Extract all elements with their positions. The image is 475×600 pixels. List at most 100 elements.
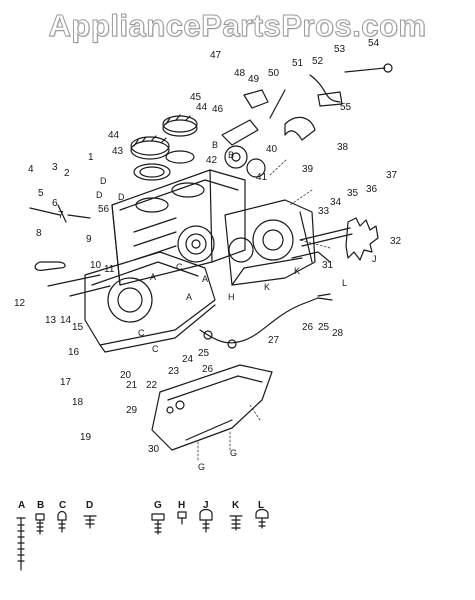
key-C: C xyxy=(59,500,66,511)
side-cover xyxy=(84,251,216,353)
callout-51: 51 xyxy=(292,58,304,69)
oil-line xyxy=(199,293,333,349)
callout-6: 6 xyxy=(52,198,58,209)
callout-26b: 26 xyxy=(302,322,314,333)
letter-A-1: A xyxy=(150,272,156,282)
callout-3: 3 xyxy=(52,162,58,173)
letter-K-1: K xyxy=(264,282,270,292)
callout-25a: 25 xyxy=(198,348,210,359)
letter-A-2: A xyxy=(202,274,208,284)
callout-26a: 26 xyxy=(202,364,214,375)
letter-C-2: C xyxy=(138,328,145,338)
letter-A-3: A xyxy=(186,292,192,302)
callout-24: 24 xyxy=(182,354,194,365)
leader-lines xyxy=(197,159,331,461)
callout-28: 28 xyxy=(332,328,344,339)
callout-49: 49 xyxy=(248,74,260,85)
letter-D-3: D xyxy=(118,192,125,202)
letter-G-1: G xyxy=(198,462,205,472)
callout-8: 8 xyxy=(36,228,42,239)
callout-12: 12 xyxy=(14,298,26,309)
callout-48: 48 xyxy=(234,68,246,79)
callout-44a: 44 xyxy=(108,130,120,141)
letter-K-2: K xyxy=(294,266,300,276)
oil-pan xyxy=(151,364,273,451)
callout-20: 20 xyxy=(120,370,132,381)
callout-40: 40 xyxy=(266,144,278,155)
callout-27: 27 xyxy=(268,335,280,346)
callout-36: 36 xyxy=(366,184,378,195)
letter-L: L xyxy=(342,278,347,288)
callout-numbers: 1 2 3 4 5 6 7 8 9 10 11 12 13 14 15 16 1… xyxy=(14,38,402,455)
callout-1: 1 xyxy=(88,152,94,163)
left-fasteners xyxy=(29,204,111,297)
callout-38: 38 xyxy=(337,142,349,153)
key-A: A xyxy=(18,500,25,511)
key-L: L xyxy=(258,500,264,511)
callout-39: 39 xyxy=(302,164,314,175)
governor-parts xyxy=(221,63,393,178)
callout-56: 56 xyxy=(98,204,110,215)
callout-29: 29 xyxy=(126,405,138,416)
callout-50: 50 xyxy=(268,68,280,79)
callout-2: 2 xyxy=(64,168,70,179)
callout-4: 4 xyxy=(28,164,34,175)
callout-37: 37 xyxy=(386,170,398,181)
callout-7: 7 xyxy=(58,210,64,221)
callout-9: 9 xyxy=(86,234,92,245)
callout-52: 52 xyxy=(312,56,324,67)
letter-C-1: C xyxy=(176,262,183,272)
engine-block xyxy=(111,169,246,286)
callout-25b: 25 xyxy=(318,322,330,333)
callout-44b: 44 xyxy=(196,102,208,113)
letter-C-3: C xyxy=(152,344,159,354)
callout-33: 33 xyxy=(318,206,330,217)
letter-H: H xyxy=(228,292,235,302)
callout-47: 47 xyxy=(210,50,222,61)
watermark: AppliancePartsPros.com xyxy=(48,8,427,44)
key-J: J xyxy=(203,500,209,511)
callout-54: 54 xyxy=(368,38,380,49)
letter-D-1: D xyxy=(100,176,107,186)
key-K: K xyxy=(232,500,240,511)
callout-11: 11 xyxy=(104,264,115,275)
callout-42: 42 xyxy=(206,155,218,166)
callout-32: 32 xyxy=(390,236,402,247)
callout-19: 19 xyxy=(80,432,92,443)
letter-D-2: D xyxy=(96,190,103,200)
key-G: G xyxy=(154,500,162,511)
part-letters: A A A B B C C C D D D G G H J K K L xyxy=(96,140,377,472)
callout-15: 15 xyxy=(72,322,84,333)
callout-46: 46 xyxy=(212,104,224,115)
key-D: D xyxy=(86,500,93,511)
callout-18: 18 xyxy=(72,397,84,408)
letter-B-1: B xyxy=(212,140,218,150)
callout-16: 16 xyxy=(68,347,80,358)
callout-23: 23 xyxy=(168,366,180,377)
fastener-key-screws xyxy=(16,508,269,571)
letter-G-2: G xyxy=(230,448,237,458)
callout-35: 35 xyxy=(347,188,359,199)
callout-31: 31 xyxy=(322,260,334,271)
callout-53: 53 xyxy=(334,44,346,55)
callout-41: 41 xyxy=(256,172,268,183)
letter-J: J xyxy=(372,254,377,264)
head-gaskets xyxy=(130,114,198,181)
callout-13: 13 xyxy=(45,315,57,326)
callout-17: 17 xyxy=(60,377,72,388)
callout-34: 34 xyxy=(330,197,342,208)
letter-B-2: B xyxy=(228,150,234,160)
crankcase-cover xyxy=(224,199,316,286)
crankshaft xyxy=(291,217,379,263)
callout-30: 30 xyxy=(148,444,160,455)
callout-5: 5 xyxy=(38,188,44,199)
callout-14: 14 xyxy=(60,315,72,326)
callout-21: 21 xyxy=(126,380,138,391)
callout-22: 22 xyxy=(146,380,158,391)
callout-10: 10 xyxy=(90,260,102,271)
key-B: B xyxy=(37,500,44,511)
callout-45: 45 xyxy=(190,92,202,103)
fastener-key-letters: A B C D G H J K L xyxy=(18,500,264,511)
